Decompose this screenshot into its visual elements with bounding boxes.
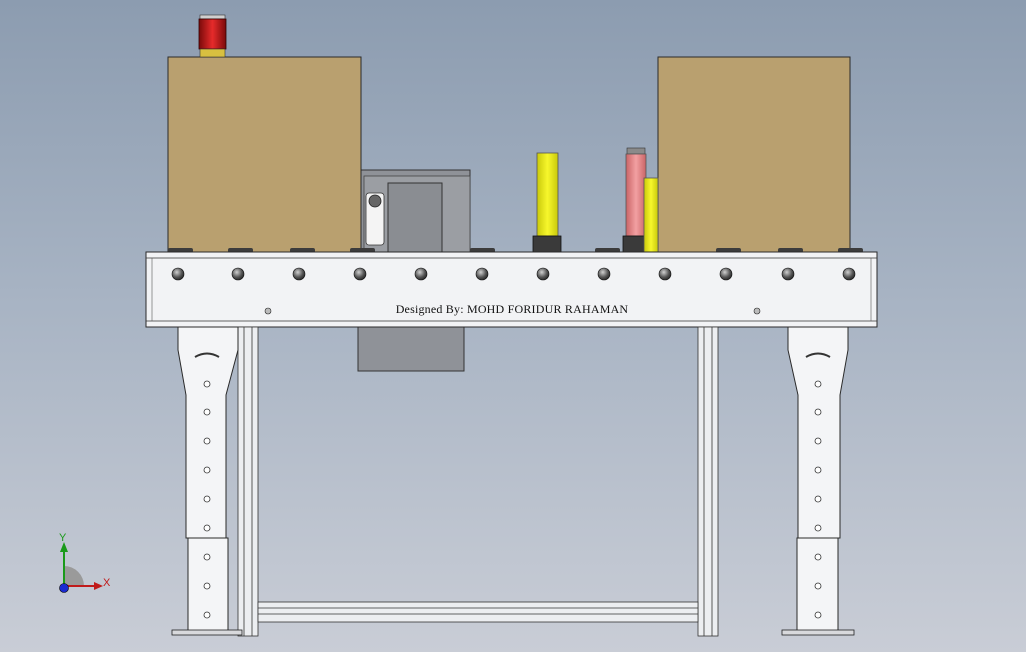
conveyor-frame-beam[interactable] bbox=[145, 251, 878, 328]
stack-light-icon[interactable] bbox=[198, 14, 227, 58]
coordinate-triad-icon[interactable] bbox=[59, 542, 104, 593]
control-box-lower bbox=[357, 326, 465, 372]
door-latch-icon bbox=[365, 192, 385, 246]
triad-x-label: X bbox=[103, 577, 111, 589]
pink-sensor-post[interactable] bbox=[622, 147, 648, 253]
right-cardboard-box[interactable] bbox=[657, 56, 851, 253]
triad-y-label: Y bbox=[59, 532, 67, 544]
roller-bolt-icons bbox=[171, 267, 856, 281]
right-leg[interactable] bbox=[787, 326, 849, 635]
bottom-cross-rail bbox=[257, 601, 699, 623]
yellow-sensor-post[interactable] bbox=[532, 152, 562, 253]
right-leveling-foot-icon bbox=[781, 629, 855, 636]
left-cardboard-box[interactable] bbox=[167, 56, 362, 253]
frame-screw-icons bbox=[264, 307, 761, 315]
small-yellow-post[interactable] bbox=[643, 177, 659, 253]
left-leg[interactable] bbox=[177, 326, 239, 635]
right-inner-profile bbox=[697, 326, 719, 637]
left-inner-profile bbox=[237, 326, 259, 637]
designer-caption: Designed By: MOHD FORIDUR RAHAMAN bbox=[395, 302, 629, 316]
left-leveling-foot-icon bbox=[171, 629, 243, 636]
